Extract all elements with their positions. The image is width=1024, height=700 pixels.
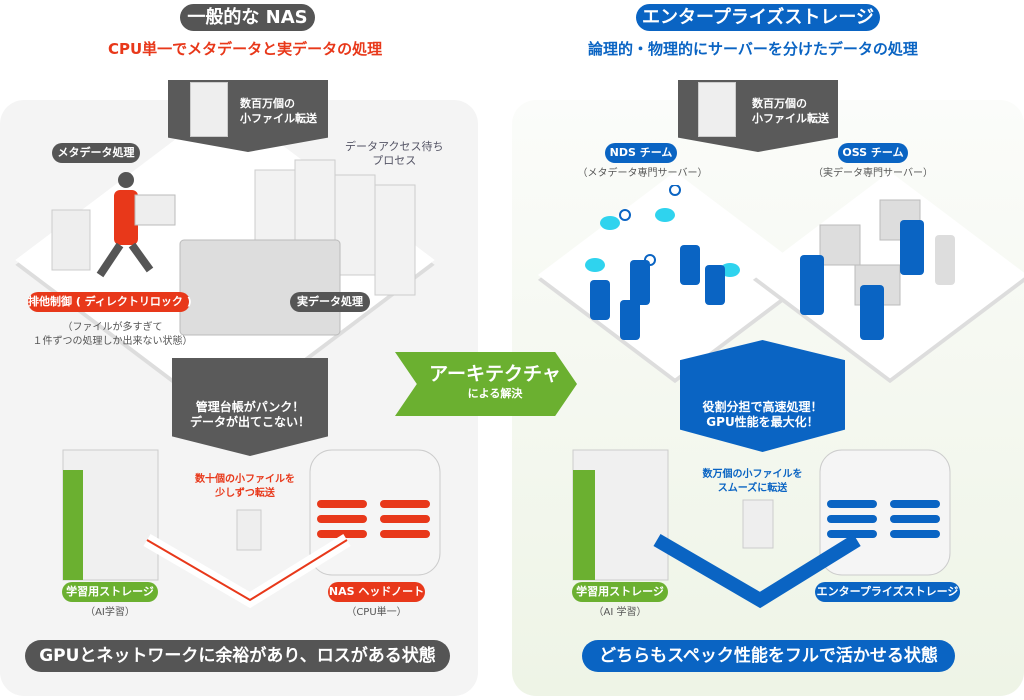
left-bottom-illustration (62, 449, 441, 609)
oss-team-tag: OSS チーム (838, 143, 908, 163)
file-icon (51, 209, 91, 271)
fast-transfer-line (653, 533, 861, 609)
right-title: エンタープライズストレージ (636, 4, 880, 31)
worker-figure (96, 172, 176, 278)
oss-team-note: （実データ専門サーバー） (813, 168, 933, 179)
left-transfer-label: 数百万個の小ファイル転送 (240, 97, 317, 125)
right-subtitle: 論理的・物理的にサーバーを分けたデータの処理 (588, 40, 918, 58)
right-transfer-label: 数百万個の小ファイル転送 (752, 97, 829, 125)
slow-transfer-line (146, 539, 348, 602)
nds-team-workers (585, 185, 740, 340)
file-stack-icon (698, 82, 736, 137)
nds-team-note: （メタデータ専門サーバー） (577, 168, 708, 179)
left-problem-arrow (172, 358, 328, 456)
nas-head-node-note: （CPU単一） (346, 607, 407, 618)
right-training-storage-note: （AI 学習） (593, 607, 647, 618)
directory-lock-tag: 排他制御 ( ディレクトリロック ) (28, 292, 192, 312)
nas-head-node-tag: NAS ヘッドノート (328, 582, 425, 602)
left-training-storage-note: （AI学習） (85, 607, 135, 618)
left-training-storage-tag: 学習用ストレージ (62, 582, 158, 602)
real-data-tag: 実データ処理 (290, 292, 370, 312)
left-summary: GPUとネットワークに余裕があり、ロスがある状態 (25, 640, 450, 672)
nds-team-tag: NDS チーム (605, 143, 677, 163)
left-illustration (51, 159, 416, 336)
left-flow-label: 数十個の小ファイルを少しずつ転送 (195, 474, 295, 499)
metadata-tag: メタデータ処理 (52, 143, 140, 163)
right-bottom-illustration (572, 449, 951, 609)
right-result-arrow (680, 340, 845, 452)
right-training-storage-tag: 学習用ストレージ (572, 582, 668, 602)
architecture-solution-arrow (395, 352, 577, 416)
right-result-text: 役割分担で高速処理！GPU性能を最大化！ (702, 400, 823, 429)
file-stack-icon (190, 82, 228, 137)
file-pile (179, 239, 341, 336)
enterprise-storage-tag: エンタープライズストレージ (815, 582, 960, 602)
file-stack-icon (742, 499, 774, 549)
waiting-process-label: データアクセス待ちプロセス (345, 140, 444, 167)
architecture-solution-text: アーキテクチャによる解決 (429, 363, 561, 400)
left-problem-text: 管理台帳がパンク！データが出てこない！ (189, 400, 310, 429)
left-title: 一般的な NAS (180, 4, 315, 31)
right-summary: どちらもスペック性能をフルで活かせる状態 (582, 640, 955, 672)
right-flow-label: 数万個の小ファイルをスムーズに転送 (702, 469, 803, 494)
oss-team-workers (800, 199, 955, 340)
right-team-illustration (585, 185, 955, 340)
left-subtitle: CPU単一でメタデータと実データの処理 (108, 40, 383, 58)
file-icon (236, 509, 262, 551)
